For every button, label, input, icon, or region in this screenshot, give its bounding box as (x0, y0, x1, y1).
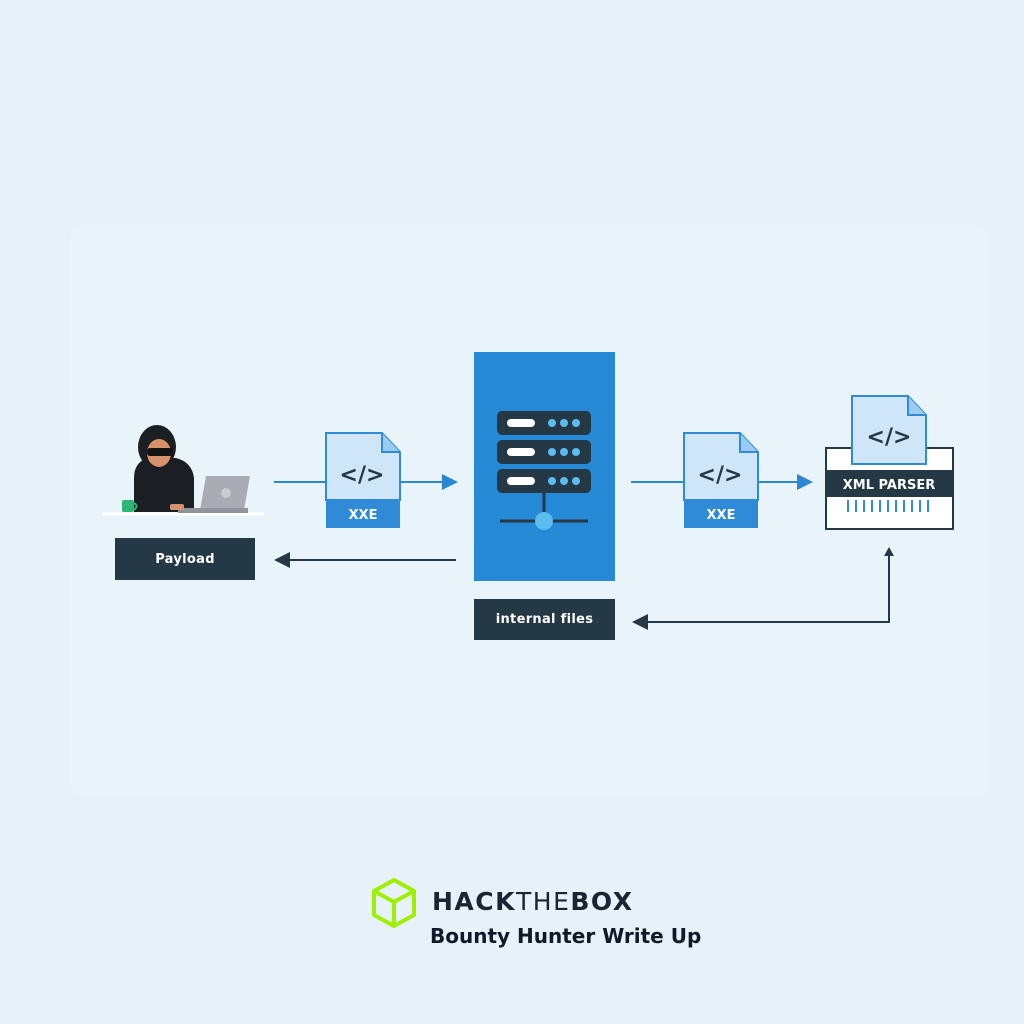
brand-name: HACKTHEBOX (432, 887, 634, 916)
hacker-icon (102, 425, 264, 516)
xxe-label-left: XXE (349, 508, 378, 523)
payload-label: Payload (115, 538, 255, 580)
xml-parser-label: XML PARSER (843, 478, 935, 493)
xxe-label-right: XXE (707, 508, 736, 523)
xxe-document-right: </> XXE (683, 432, 759, 528)
internal-files-label: internal files (474, 599, 615, 640)
arrow-parser-to-internal-files (632, 550, 890, 630)
xml-parser-icon: </> XML PARSER (825, 395, 954, 530)
htb-logo-icon (372, 878, 416, 928)
code-icon: </> (867, 425, 912, 450)
code-icon: </> (340, 463, 385, 488)
server-icon (474, 352, 615, 581)
code-icon: </> (698, 463, 743, 488)
brand-subtitle: Bounty Hunter Write Up (430, 924, 702, 948)
xxe-document-left: </> XXE (325, 432, 401, 528)
htb-brand: HACKTHEBOX Bounty Hunter Write Up (372, 878, 701, 949)
